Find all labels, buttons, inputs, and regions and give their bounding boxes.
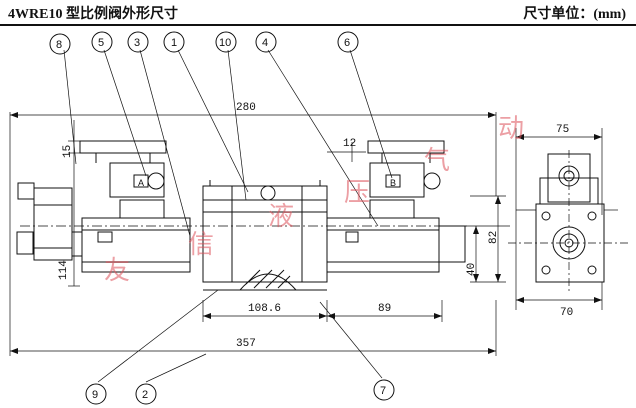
dim-70: 70: [560, 307, 573, 319]
header-rule: [0, 24, 636, 26]
header-bar: 4WRE10 型比例阀外形尺寸 尺寸单位：(mm): [0, 0, 636, 26]
solenoid-right: [326, 199, 466, 273]
balloon-1-number: 1: [171, 37, 177, 49]
balloon-6: [337, 31, 359, 53]
balloon-10: [215, 31, 237, 53]
watermark-char-4: 压: [344, 178, 371, 207]
balloon-7-number: 7: [380, 385, 386, 397]
dim-89: 89: [378, 303, 391, 315]
balloon-6-number: 6: [344, 37, 350, 49]
dim-75: 75: [556, 124, 569, 136]
balloon-9: [85, 383, 107, 405]
connector-b: [367, 140, 445, 198]
watermark-char-2: 信: [188, 230, 215, 259]
balloon-8: [49, 33, 71, 55]
balloon-5-number: 5: [98, 37, 104, 49]
drawing-title: 4WRE10 型比例阀外形尺寸: [8, 7, 178, 22]
watermark-char-1: 友: [104, 256, 131, 285]
dim-114: 114: [58, 260, 70, 280]
balloon-2-number: 2: [142, 389, 148, 401]
balloon-10-number: 10: [219, 37, 231, 49]
connector-a: [79, 140, 167, 198]
solenoid-b-label: B: [390, 178, 396, 188]
unit-label: 尺寸单位：(mm): [523, 7, 626, 22]
balloon-5: [91, 31, 113, 53]
dim-40: 40: [466, 263, 478, 276]
balloon-2: [135, 383, 157, 405]
watermark-char-6: 动: [498, 114, 525, 143]
balloon-3-number: 3: [134, 37, 140, 49]
dim-12: 12: [343, 138, 356, 150]
balloon-8-number: 8: [56, 39, 62, 51]
connector-plug-left: [16, 182, 83, 261]
solenoid-left: [81, 199, 191, 273]
side-view: [508, 128, 630, 310]
dim-82: 82: [488, 231, 500, 244]
dim-280: 280: [236, 102, 256, 114]
balloon-9-number: 9: [92, 389, 98, 401]
balloon-1: [163, 31, 185, 53]
balloon-4: [255, 31, 277, 53]
dim-15: 15: [62, 145, 74, 158]
balloon-4-number: 4: [262, 37, 268, 49]
solenoid-a-label: A: [138, 178, 144, 188]
dim-108-6: 108.6: [248, 303, 281, 315]
balloon-3: [127, 31, 149, 53]
watermark-char-5: 气: [424, 146, 451, 175]
valve-body: [202, 180, 328, 291]
watermark-char-3: 液: [268, 202, 295, 231]
dim-357: 357: [236, 338, 256, 350]
balloon-7: [373, 379, 395, 401]
